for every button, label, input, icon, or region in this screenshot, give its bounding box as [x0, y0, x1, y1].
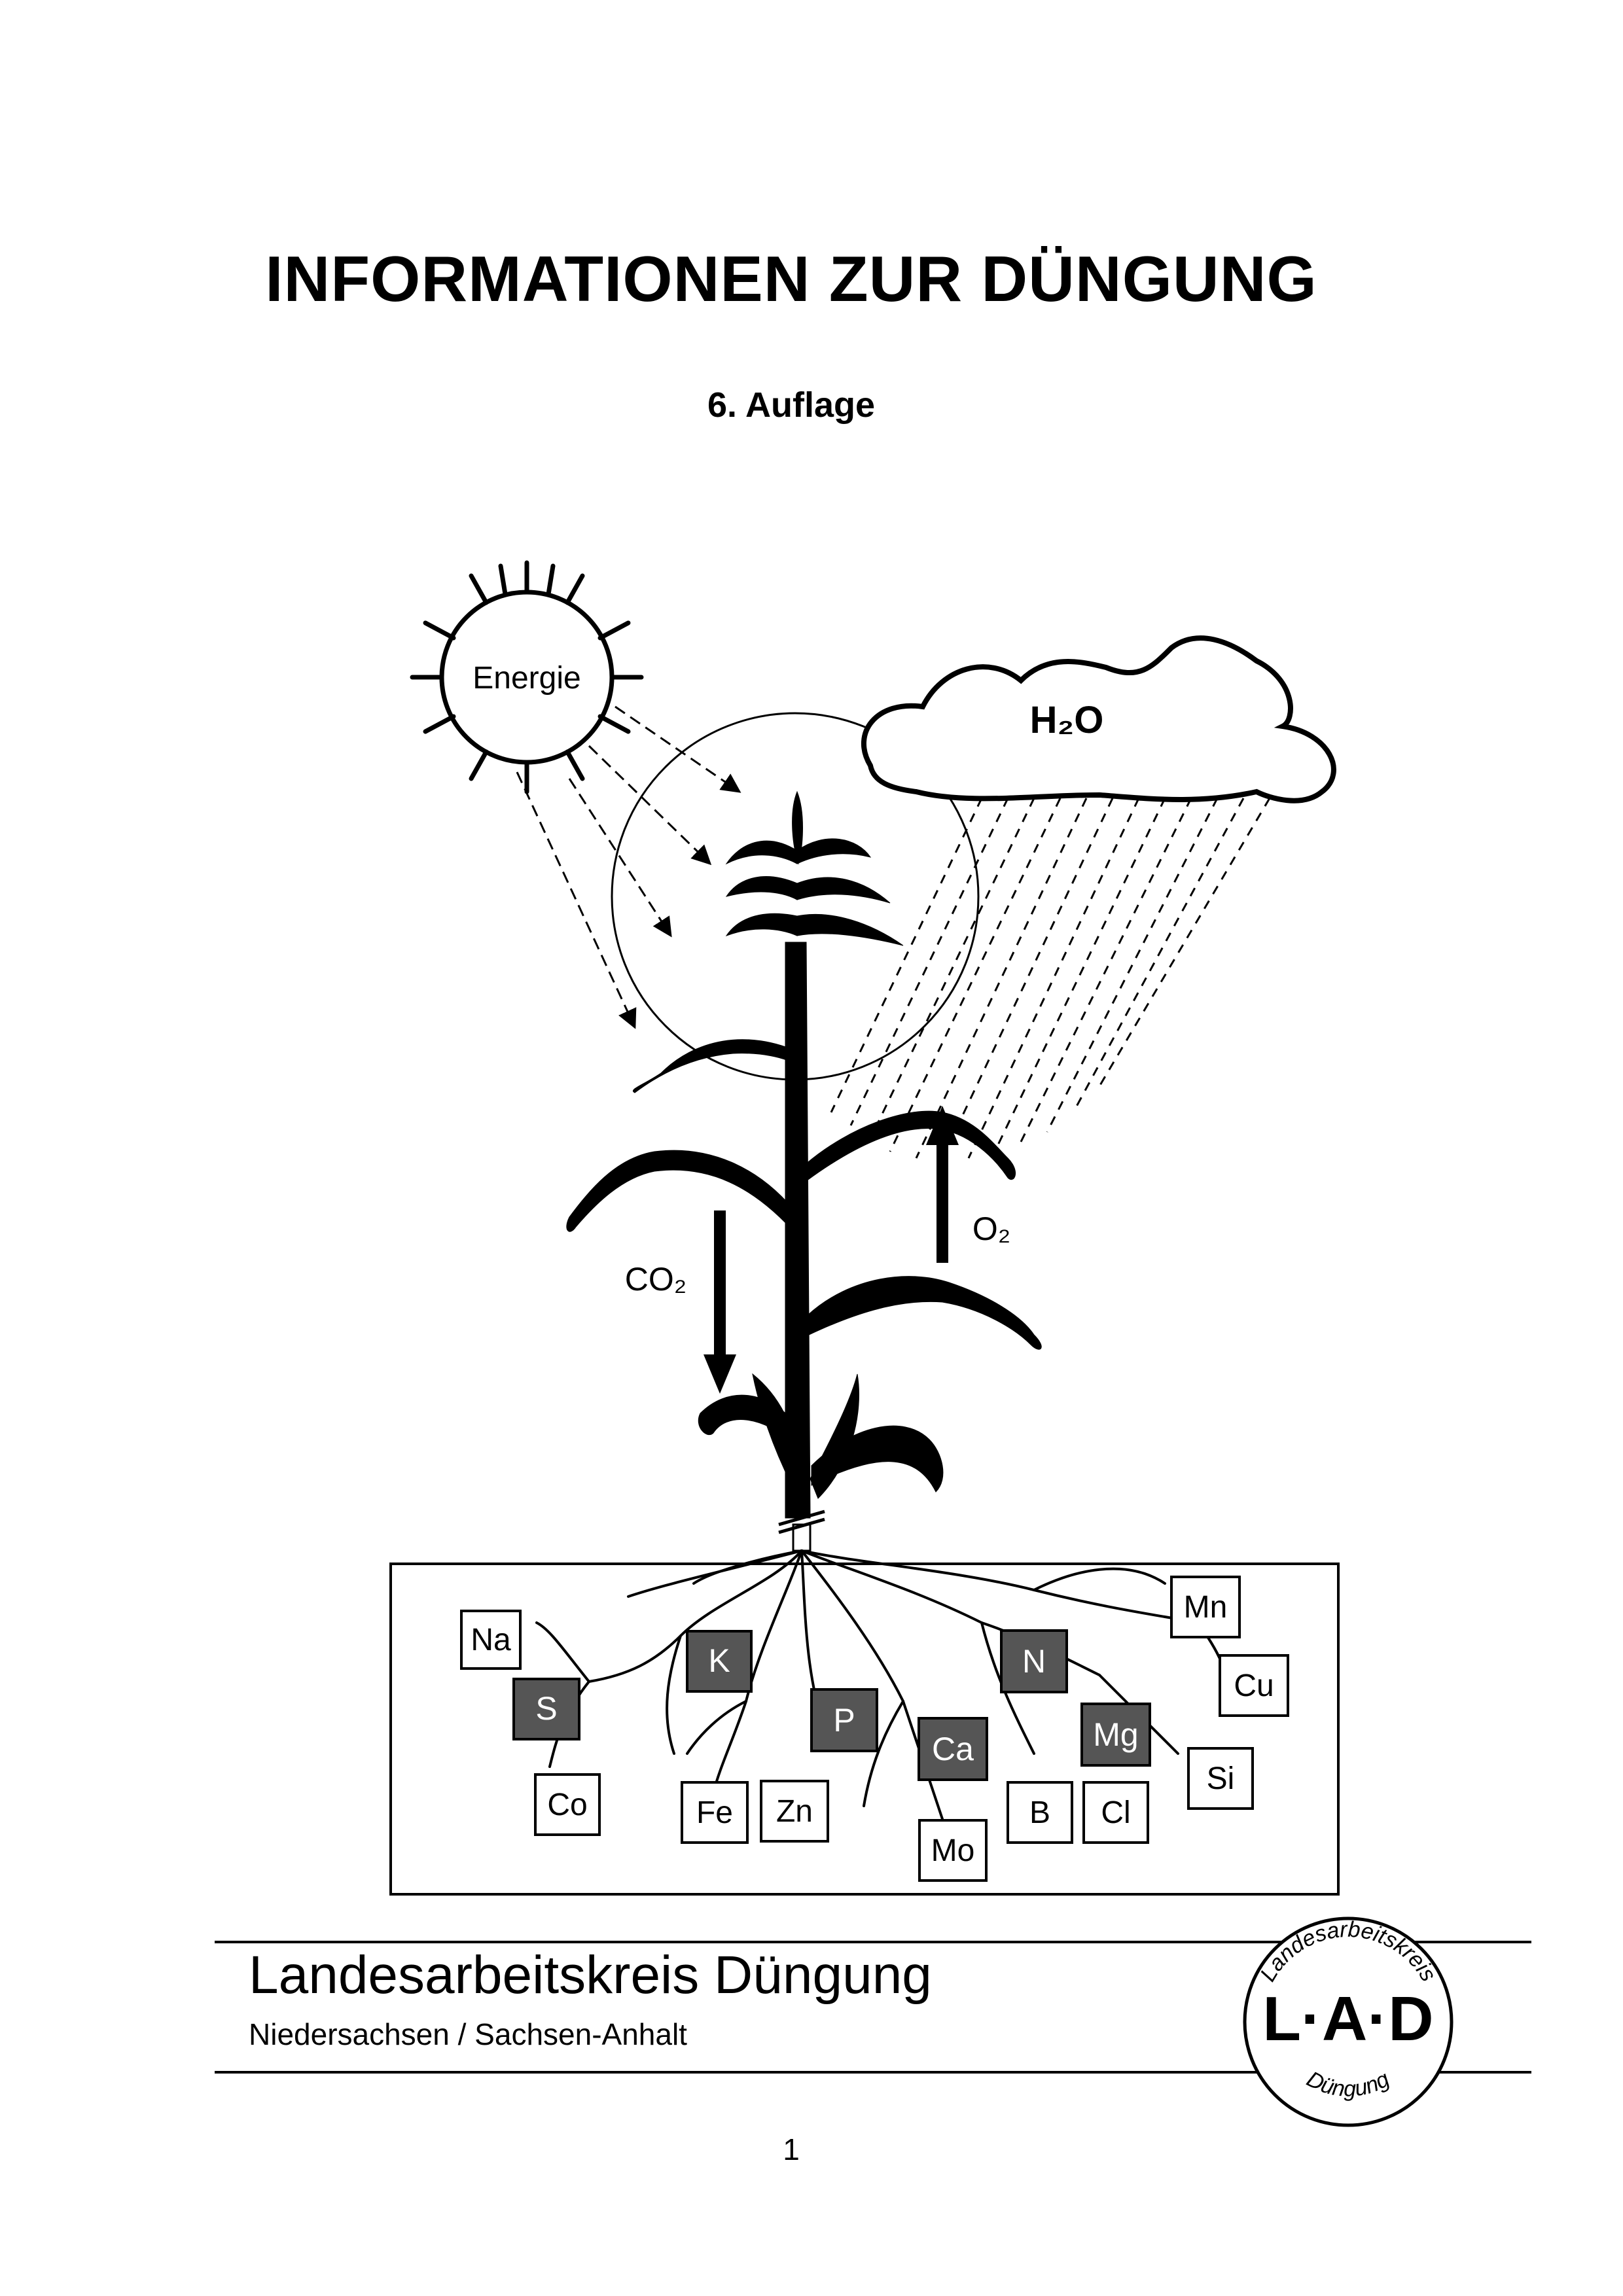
- svg-text:K: K: [708, 1642, 730, 1679]
- soil-box: [389, 1563, 1340, 1896]
- nutrient-Fe: Fe: [681, 1781, 749, 1844]
- nutrient-Mn: Mn: [1170, 1576, 1241, 1638]
- nutrient-Mg: Mg: [1080, 1703, 1151, 1767]
- svg-text:Ca: Ca: [932, 1731, 974, 1767]
- svg-text:Na: Na: [471, 1623, 511, 1657]
- energy-rays: [516, 705, 741, 1029]
- co2-label: CO₂: [625, 1261, 687, 1298]
- org-name: Landesarbeitskreis Düngung: [249, 1945, 932, 2005]
- nutrient-N: N: [1000, 1629, 1068, 1693]
- o2-arrow: [926, 1106, 959, 1263]
- svg-text:L·A·D: L·A·D: [1262, 1984, 1433, 2054]
- nutrient-B: B: [1007, 1781, 1073, 1844]
- footer-rule-top: [215, 1941, 1531, 1943]
- svg-text:Cl: Cl: [1101, 1795, 1130, 1830]
- nutrient-Na: Na: [460, 1610, 522, 1670]
- sun-label: Energie: [473, 661, 580, 696]
- svg-text:Mg: Mg: [1093, 1716, 1138, 1753]
- o2-label: O₂: [972, 1210, 1010, 1247]
- svg-text:Zn: Zn: [776, 1794, 813, 1829]
- nutrient-Cl: Cl: [1082, 1781, 1149, 1844]
- svg-text:S: S: [535, 1690, 557, 1727]
- org-region: Niedersachsen / Sachsen-Anhalt: [249, 2017, 687, 2051]
- svg-text:B: B: [1029, 1795, 1050, 1830]
- cloud-icon: [861, 635, 1336, 804]
- page-number: 1: [783, 2132, 800, 2166]
- svg-text:Si: Si: [1207, 1761, 1235, 1796]
- svg-text:Mn: Mn: [1184, 1590, 1228, 1625]
- co2-arrow: [704, 1210, 736, 1394]
- nutrient-Cu: Cu: [1219, 1654, 1289, 1717]
- cloud-label: H₂O: [1030, 699, 1104, 741]
- svg-text:Fe: Fe: [696, 1795, 733, 1830]
- rain-lines: [830, 798, 1271, 1159]
- nutrient-S: S: [512, 1678, 580, 1740]
- document-title: INFORMATIONEN ZUR DÜNGUNG: [265, 243, 1317, 315]
- nutrient-Si: Si: [1187, 1747, 1254, 1810]
- sun-icon: [410, 560, 644, 794]
- svg-text:Cu: Cu: [1234, 1669, 1274, 1703]
- svg-text:Co: Co: [547, 1788, 587, 1822]
- svg-text:Mo: Mo: [931, 1833, 975, 1868]
- svg-text:P: P: [833, 1702, 855, 1739]
- plant-icon: [566, 790, 1042, 1552]
- nutrient-Mo: Mo: [918, 1819, 988, 1882]
- roots: [535, 1549, 1232, 1820]
- footer-rule-bottom: [215, 2071, 1531, 2074]
- nutrient-P: P: [810, 1688, 878, 1752]
- edition-label: 6. Auflage: [707, 385, 876, 425]
- nutrient-K: K: [686, 1630, 753, 1693]
- svg-text:N: N: [1022, 1643, 1046, 1680]
- nutrient-Zn: Zn: [760, 1780, 829, 1843]
- lad-logo: Landesarbeitskreis L·A·D Düngung: [1243, 1916, 1454, 2127]
- nutrient-Ca: Ca: [918, 1717, 988, 1781]
- nutrient-Co: Co: [534, 1773, 601, 1836]
